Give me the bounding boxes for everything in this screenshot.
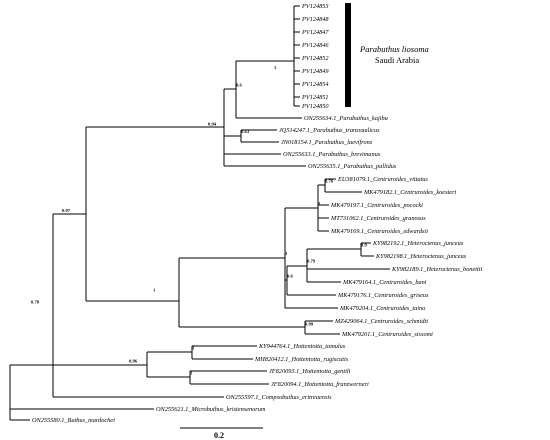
tip-label: PV124853 (301, 3, 329, 10)
tip-label: MT731062.1_Centruroides_granosus (330, 215, 426, 222)
scale-bar-label: 0.2 (214, 431, 224, 440)
support-value: 1 (190, 371, 193, 376)
support-value: 0.6 (287, 274, 293, 279)
support-value: 0.94 (208, 122, 217, 127)
tip-label: KY982192.1_Heteroctenus_junceus (372, 240, 464, 247)
tip-label: MK479201.1_Centruroides_sissomi (341, 331, 433, 338)
tip-label: JQ514247.1_Parabuthus_transvaalicus (279, 127, 380, 134)
support-values: 1 0.6 0.63 0.94 0.76 1 0.9 0.79 0.6 0.99 1 1 1 1 0.96 0… (31, 65, 367, 376)
tip-label: PV124850 (301, 103, 329, 110)
tip-label: PV124852 (301, 55, 329, 62)
tip-label: MK479197.1_Centruroides_pococki (330, 202, 423, 209)
tip-label: JF820093.1_Hottentotta_gentili (269, 368, 351, 375)
support-value: 0.9 (361, 243, 367, 248)
tip-label: MK479204.1_Centruroides_taino (339, 305, 425, 312)
tip-label: MK479164.1_Centruroides_bani (342, 279, 427, 286)
support-value: 0.96 (129, 359, 138, 364)
support-value: 1 (153, 288, 156, 293)
support-value: 0.63 (241, 129, 250, 134)
support-value: 1 (285, 251, 288, 256)
tip-label: PV124847 (301, 29, 329, 36)
tip-label: ON255580.1_Buthus_mardochei (32, 417, 115, 424)
support-value: 0.6 (236, 83, 242, 88)
tip-label: PV124851 (301, 94, 329, 101)
clade-label-subtitle: Saudi Arabia (375, 55, 419, 65)
tip-label: ON255597.1_Compsobuthus_eritreaensis (226, 394, 332, 401)
tip-label: KY944764.1_Hottentotta_tamulus (258, 343, 346, 350)
tip-label: EU381079.1_Centruroides_vittatus (337, 176, 428, 183)
tip-label: ON255635.1_Parabuthus_pallidus (308, 163, 397, 170)
tip-label: KY982198.1_Heteroctenus_junceus (375, 253, 467, 260)
support-value: 0.97 (62, 208, 71, 213)
support-value: 1 (192, 346, 195, 351)
tip-label: PV124849 (301, 68, 329, 75)
tip-label: MZ429064.1_Centruroides_schmidti (334, 318, 428, 325)
clade-bar (345, 3, 351, 107)
tip-label: JN018154.1_Parabuthus_laevifrons (281, 139, 373, 146)
tip-label: ON255621.1_Microbuthus_kristensenorum (156, 406, 266, 413)
support-value: 1 (274, 65, 277, 70)
tip-label: MK479169.1_Centruroides_edwardsii (330, 228, 428, 235)
support-value: 0.78 (31, 300, 40, 305)
tip-label: MK479182.1_Centruroides_koesteri (363, 189, 457, 196)
clade-label-title: Parabuthus liosoma (359, 44, 429, 54)
tip-label: PV124846 (301, 42, 329, 49)
tip-label: MH820412.1_Hottentotta_rugiscutis (254, 356, 349, 363)
tip-label: KY982189.1_Heteroctenus_bonettii (391, 266, 482, 273)
support-value: 0.99 (305, 322, 314, 327)
tip-label: MK479176.1_Centruroides_griseus (337, 292, 429, 299)
tree-branches (9, 5, 390, 421)
tip-label: PV124854 (301, 81, 329, 88)
tip-labels: PV124853PV124848PV124847PV124846PV124852… (32, 3, 482, 424)
support-value: 1 (318, 201, 321, 206)
tip-label: PV124848 (301, 16, 329, 23)
tip-label: ON255633.1_Parabuthus_brevimanus (283, 151, 381, 158)
support-value: 0.79 (307, 259, 316, 264)
support-value: 0.76 (325, 179, 334, 184)
tip-label: JF820094.1_Hottentotta_franzwerneri (271, 381, 369, 388)
tip-label: ON255634.1_Parabuthus_kajibu (304, 115, 388, 122)
